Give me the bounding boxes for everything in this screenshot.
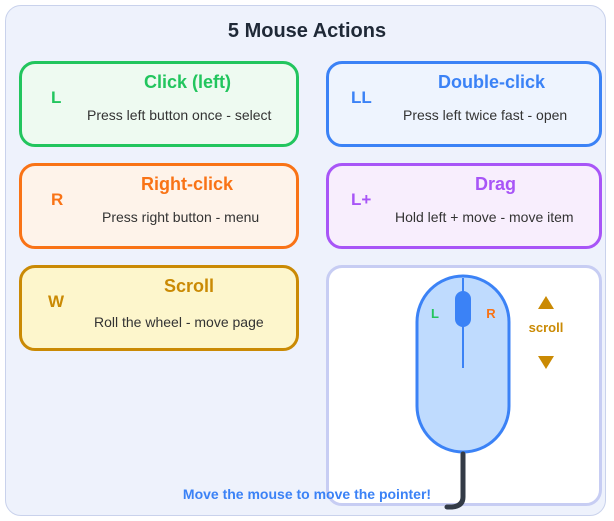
card-double-click: LL Double-click Press left twice fast - … [326,61,602,147]
card-description: Roll the wheel - move page [94,314,264,330]
card-description: Press right button - menu [102,209,260,225]
card-drag: L+ Drag Hold left + move - move item [326,163,602,249]
card-description: Press left twice fast - open [403,107,568,123]
card-key: L+ [351,190,372,209]
card-title: Drag [475,174,517,194]
card-title: Click (left) [144,72,232,92]
card-click-left: L Click (left) Press left button once - … [19,61,299,147]
card-key: R [51,190,64,209]
page-title: 5 Mouse Actions [227,20,387,42]
card-description: Press left button once - select [87,107,272,123]
footer-caption: Move the mouse to move the pointer! [182,486,432,502]
card-description: Hold left + move - move item [395,209,574,225]
card-title: Scroll [164,276,215,296]
card-right-click: R Right-click Press right button - menu [19,163,299,249]
card-key: LL [351,88,372,107]
scroll-label: scroll [529,320,564,335]
arrow-down-icon [538,356,554,369]
card-scroll: W Scroll Roll the wheel - move page [19,265,299,351]
card-key: W [48,292,65,311]
mouse-wheel [455,291,471,327]
mouse-right-button-label: R [486,306,496,321]
card-title: Double-click [438,72,546,92]
card-key: L [51,88,62,107]
card-title: Right-click [141,174,234,194]
arrow-up-icon [538,296,554,309]
mouse-cable [444,451,466,510]
mouse-left-button-label: L [431,306,439,321]
